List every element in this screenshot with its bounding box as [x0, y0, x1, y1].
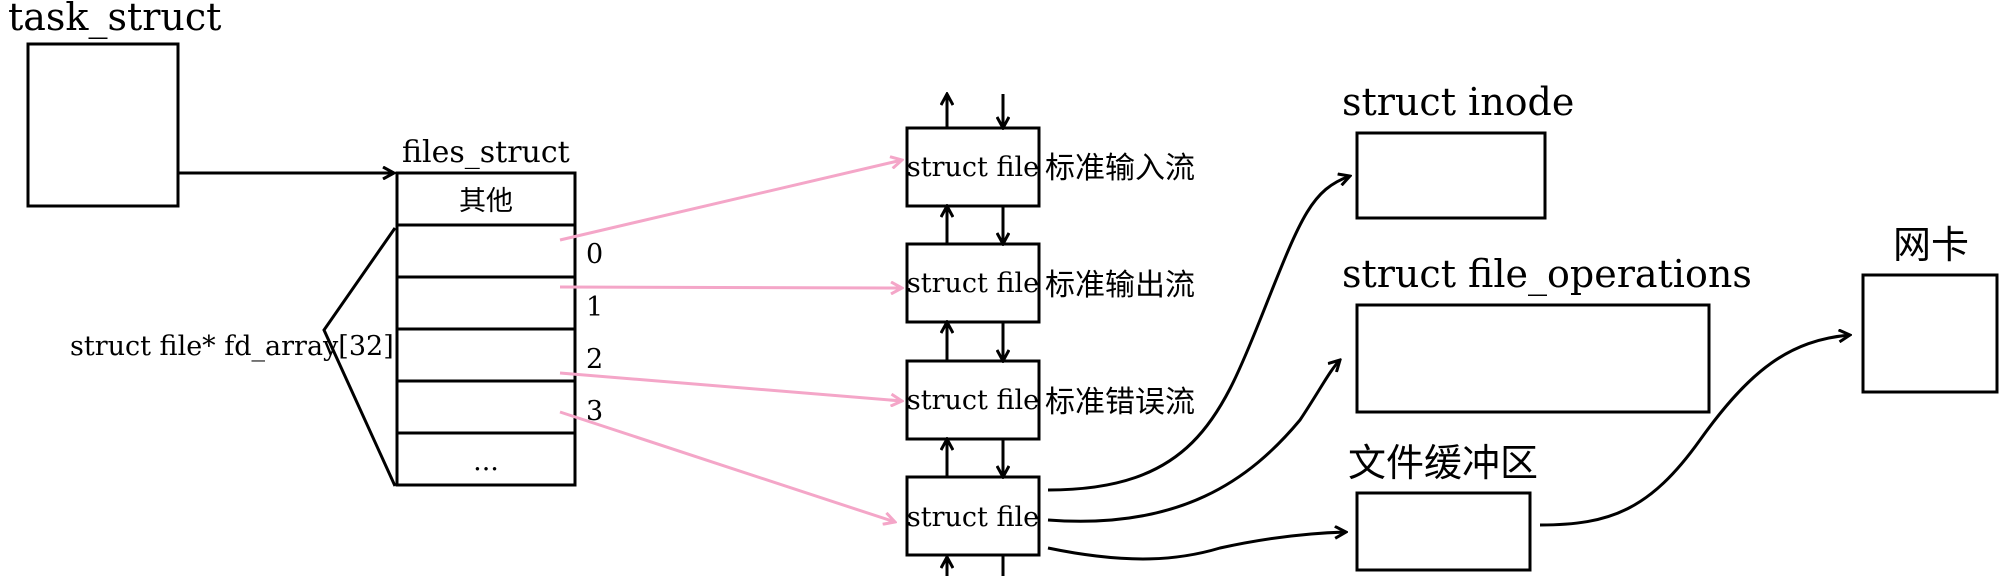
file-buffer-title: 文件缓冲区 — [1348, 441, 1538, 485]
fd-array-bracket — [322, 227, 397, 487]
file-node-stream: 标准输入流 — [1045, 151, 1195, 186]
fd-pointer-arrow — [559, 160, 902, 242]
file-node-label: struct file — [907, 502, 1039, 533]
fd-index-3: 3 — [586, 396, 603, 427]
file-operations-title: struct file_operations — [1342, 252, 1752, 297]
file-to-fops-arrow — [1047, 360, 1340, 523]
fd-slot — [395, 223, 577, 279]
file-node — [905, 475, 1041, 557]
nic-title: 网卡 — [1893, 223, 1969, 267]
nic-box — [1861, 273, 1999, 394]
file-object-links — [1047, 176, 1850, 561]
fd-index-0: 0 — [586, 239, 603, 270]
task-struct-box — [26, 42, 180, 208]
linked-list-arrows — [947, 94, 1003, 576]
file-node-label: struct file — [907, 152, 1039, 183]
file-to-buffer-arrow — [1047, 532, 1346, 561]
fd-slot — [395, 275, 577, 331]
file-node — [905, 242, 1041, 324]
inode-box — [1355, 131, 1547, 220]
file-node-stream: 标准输出流 — [1045, 268, 1195, 303]
file-node-label: struct file — [907, 385, 1039, 416]
file-node — [905, 359, 1041, 441]
task-struct-title: task_struct — [8, 0, 221, 40]
fd-index-1: 1 — [586, 292, 603, 323]
fd-pointer-arrow — [559, 371, 902, 401]
file-node-stream: 标准错误流 — [1045, 385, 1195, 420]
file-buffer-box — [1355, 491, 1532, 572]
files-cell-other-label: 其他 — [459, 186, 513, 217]
fd-pointer-arrow — [559, 410, 895, 522]
file-to-inode-arrow — [1047, 176, 1350, 492]
fd-pointer-arrow — [559, 287, 902, 288]
buffer-to-nic-arrow — [1539, 335, 1850, 527]
fd-slot — [395, 379, 577, 435]
fd-slot — [395, 327, 577, 383]
inode-title: struct inode — [1342, 80, 1574, 124]
fd-index-2: 2 — [586, 344, 603, 375]
fd-array-label: struct file* fd_array[32] — [70, 331, 394, 362]
files-struct-table: 其他 ... — [395, 171, 577, 487]
fd-pointer-arrows — [559, 160, 902, 522]
file-node-label: struct file — [907, 268, 1039, 299]
file-operations-box — [1355, 303, 1711, 414]
files-cell-ellipsis — [395, 431, 577, 487]
files-struct-title: files_struct — [402, 135, 570, 170]
file-node — [905, 126, 1041, 208]
files-cell-ellipsis-label: ... — [473, 446, 499, 477]
file-node-list: struct file 标准输入流 struct file 标准输出流 stru… — [905, 126, 1195, 557]
